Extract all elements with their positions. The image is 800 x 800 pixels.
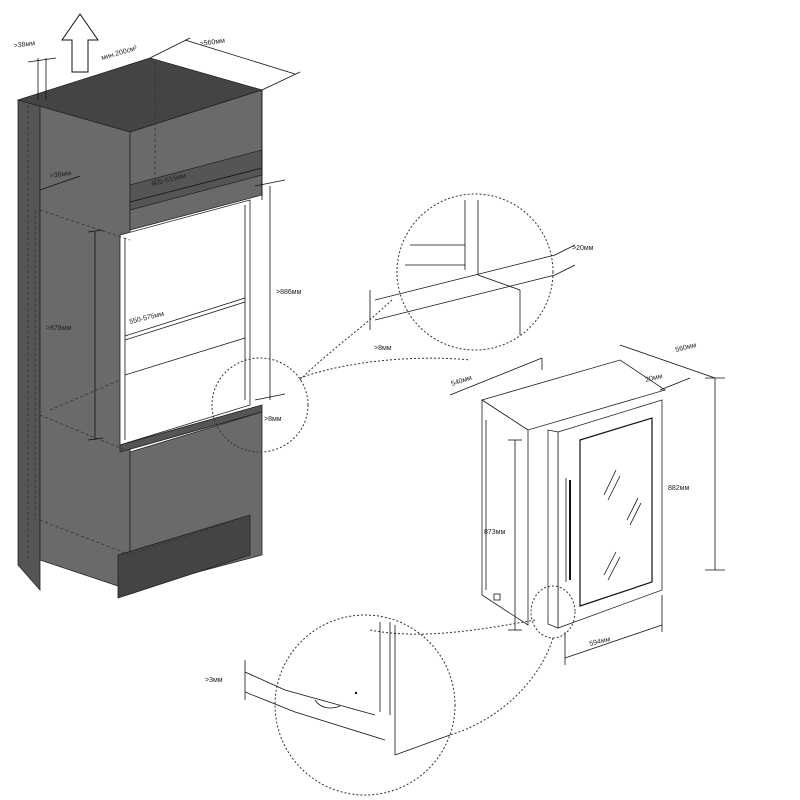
connector-1 — [299, 299, 393, 381]
cabinet-left-panel — [17, 96, 41, 592]
zoom-circle-2 — [244, 614, 456, 796]
label-unit-depth-right: 560мм — [675, 342, 698, 354]
cooler-dimensions — [449, 344, 725, 665]
label-niche-height: >886мм — [276, 289, 302, 296]
label-unit-gap: 20мм — [645, 373, 664, 384]
label-unit-depth-left: 540мм — [450, 375, 473, 388]
cabinet-niche — [119, 199, 251, 446]
label-unit-width: 594мм — [589, 636, 612, 648]
label-top-gap: >38мм — [13, 40, 35, 50]
cooler-glass — [579, 417, 653, 607]
cooler-door-edge — [547, 429, 559, 629]
label-zoom2-gap: >3мм — [205, 677, 223, 684]
cabinet-plinth — [117, 514, 251, 599]
label-unit-total-height: 882мм — [668, 485, 689, 492]
hidden-line-7 — [49, 379, 121, 411]
wine-cooler — [481, 359, 666, 629]
niche-shelf-line — [124, 301, 246, 341]
cabinet — [16, 57, 264, 599]
zoom-circle-1 — [369, 193, 576, 351]
cooler-side — [481, 399, 529, 626]
label-depth-top: >560мм — [199, 37, 225, 47]
label-bottom-gap: >8мм — [264, 416, 282, 423]
detail-circle-1 — [211, 357, 309, 453]
hidden-line-1 — [39, 209, 131, 241]
connector-2b — [449, 637, 554, 736]
hidden-line-2 — [39, 414, 126, 451]
label-unit-body-height: 873мм — [484, 529, 505, 536]
cabinet-dimensions — [27, 37, 301, 441]
glass-reflection-1 — [603, 469, 617, 496]
label-left-height: >878мм — [46, 325, 72, 332]
label-zoom1-side: >20мм — [572, 245, 594, 252]
label-side-gap: >38мм — [49, 170, 71, 180]
label-vent-area: мин.200см² — [101, 45, 139, 62]
cabinet-front-panel — [39, 96, 131, 591]
connector-2 — [369, 619, 536, 635]
vent-arrow-icon — [61, 13, 99, 73]
niche-floor-back — [124, 337, 246, 376]
label-zoom1-bottom: >8мм — [374, 345, 392, 352]
connector-1b — [299, 357, 471, 379]
